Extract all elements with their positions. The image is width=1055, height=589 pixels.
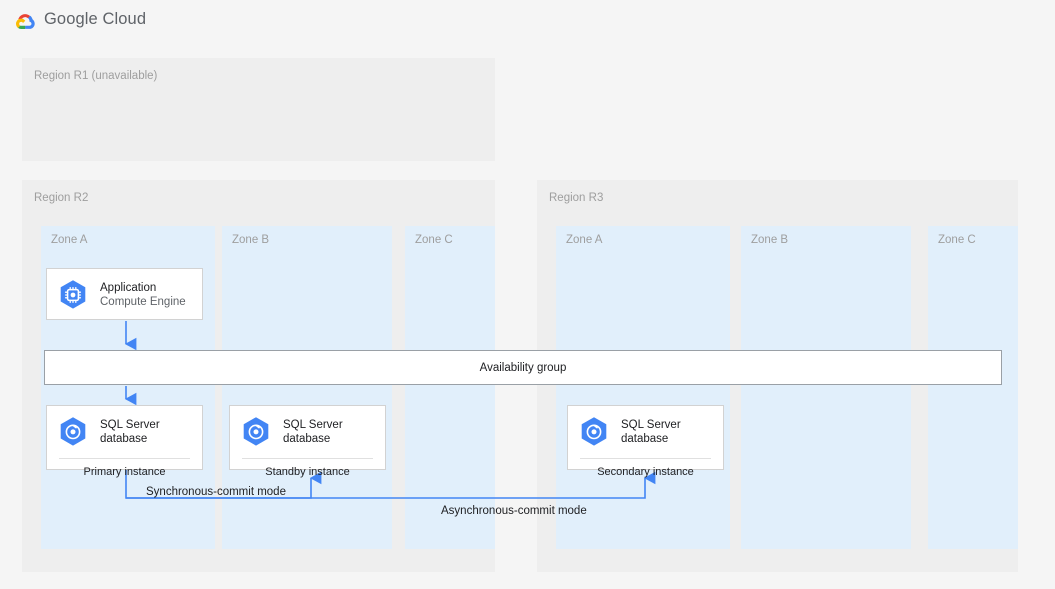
card-standby-title-line2: database bbox=[283, 433, 331, 445]
synchronous-commit-label: Synchronous-commit mode bbox=[146, 486, 286, 498]
card-primary-text: SQL Server database bbox=[100, 418, 160, 447]
card-secondary-divider bbox=[580, 458, 711, 459]
card-secondary-title-line1: SQL Server bbox=[621, 418, 681, 431]
card-application-title: Application bbox=[100, 281, 157, 294]
google-cloud-logo-icon bbox=[14, 11, 38, 33]
zone-r3-b-label: Zone B bbox=[751, 234, 789, 246]
card-standby-text: SQL Server database bbox=[283, 418, 343, 447]
card-primary-title-line1: SQL Server bbox=[100, 418, 160, 431]
zone-r2-b-label: Zone B bbox=[232, 234, 270, 246]
availability-group-bar[interactable]: Availability group bbox=[44, 350, 1002, 385]
zone-r2-c: Zone C bbox=[405, 226, 495, 549]
zone-r3-a: Zone A bbox=[556, 226, 730, 549]
zone-r2-c-label: Zone C bbox=[415, 234, 453, 246]
card-primary-body: SQL Server database bbox=[47, 406, 202, 458]
brand-title: Google Cloud bbox=[44, 10, 147, 28]
card-secondary-instance[interactable]: SQL Server database Secondary instance bbox=[567, 405, 724, 478]
sql-server-database-icon bbox=[577, 415, 611, 449]
card-primary-footer: Primary instance bbox=[83, 466, 166, 478]
availability-group-label: Availability group bbox=[479, 361, 567, 374]
zone-r2-b: Zone B bbox=[222, 226, 392, 549]
sql-server-database-icon bbox=[56, 415, 90, 449]
zone-r3-c: Zone C bbox=[928, 226, 1018, 549]
card-secondary-body: SQL Server database bbox=[568, 406, 723, 458]
compute-engine-icon bbox=[56, 278, 90, 312]
card-standby-title-line1: SQL Server bbox=[283, 418, 343, 431]
zone-r2-a-label: Zone A bbox=[51, 234, 88, 246]
card-standby-body: SQL Server database bbox=[230, 406, 385, 458]
card-secondary-footer: Secondary instance bbox=[597, 466, 694, 478]
region-r3-label: Region R3 bbox=[549, 192, 604, 204]
zone-r3-b: Zone B bbox=[741, 226, 911, 549]
sql-server-database-icon bbox=[239, 415, 273, 449]
card-application-body: Application Compute Engine bbox=[47, 269, 202, 321]
region-r1: Region R1 (unavailable) bbox=[22, 58, 495, 161]
card-standby-footer: Standby instance bbox=[265, 466, 350, 478]
card-application-subtitle: Compute Engine bbox=[100, 296, 186, 308]
card-standby-instance[interactable]: SQL Server database Standby instance bbox=[229, 405, 386, 478]
region-r1-label: Region R1 (unavailable) bbox=[34, 70, 158, 82]
card-standby-divider bbox=[242, 458, 373, 459]
zone-r3-a-label: Zone A bbox=[566, 234, 603, 246]
zone-r3-c-label: Zone C bbox=[938, 234, 976, 246]
card-secondary-text: SQL Server database bbox=[621, 418, 681, 447]
page-header: Google Cloud bbox=[0, 0, 1055, 45]
asynchronous-commit-label: Asynchronous-commit mode bbox=[441, 505, 587, 517]
card-secondary-title-line2: database bbox=[621, 433, 669, 445]
card-application[interactable]: Application Compute Engine bbox=[46, 268, 203, 320]
region-r2-label: Region R2 bbox=[34, 192, 89, 204]
card-primary-divider bbox=[59, 458, 190, 459]
card-application-text: Application Compute Engine bbox=[100, 281, 186, 310]
card-primary-title-line2: database bbox=[100, 433, 148, 445]
card-primary-instance[interactable]: SQL Server database Primary instance bbox=[46, 405, 203, 478]
